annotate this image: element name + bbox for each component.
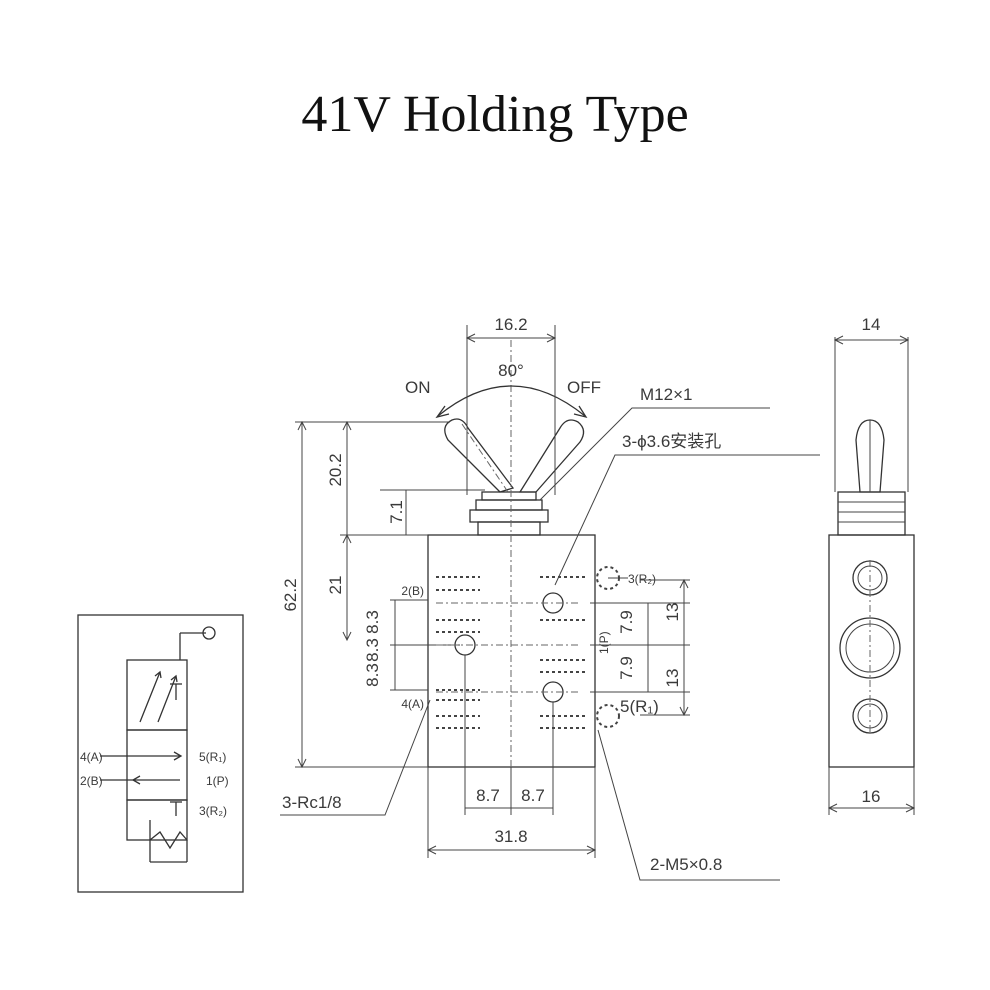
dim-height-total: 62.2	[281, 578, 300, 611]
label-rc: 3-Rc1/8	[282, 793, 342, 812]
toggle-lever-on	[444, 418, 515, 493]
label-port-r2: 3(R₂)	[628, 572, 656, 586]
angle-arc	[437, 385, 586, 417]
symbol-port-r2: 3(R₂)	[199, 804, 227, 818]
label-m5: 2-M5×0.8	[650, 855, 722, 874]
label-thread: M12×1	[640, 385, 692, 404]
spool-box-upper	[126, 659, 188, 731]
dim-7-9-b: 7.9	[617, 656, 636, 680]
side-hole-center	[839, 617, 901, 679]
toggle-lever-off	[518, 419, 585, 493]
label-port-r1: 5(R₁)	[620, 697, 659, 716]
side-body	[828, 534, 915, 768]
dim-7-9-a: 7.9	[617, 610, 636, 634]
label-port-b: 2(B)	[401, 584, 424, 598]
diagram-title: 41V Holding Type	[301, 86, 689, 143]
dim-8-7-a: 8.7	[476, 786, 500, 805]
dim-13-b: 13	[663, 669, 682, 688]
side-nut	[837, 491, 906, 536]
dim-8-7-b: 8.7	[521, 786, 545, 805]
spring-icon	[149, 830, 188, 850]
front-view: 16.2 80° ON OFF M12×1 3-ϕ3.6安装孔 62.2 20.…	[280, 315, 820, 881]
lever-ball	[202, 626, 216, 640]
side-view: 14 16	[827, 315, 916, 815]
port-r1-icon	[596, 704, 620, 728]
dim-height-21: 21	[326, 576, 345, 595]
dim-8-3-c: 8.3	[363, 663, 382, 687]
label-port-p: 1(P)	[597, 631, 611, 654]
dim-height-nut: 7.1	[387, 500, 406, 524]
label-on: ON	[405, 378, 431, 397]
mounting-nut	[469, 509, 549, 523]
side-dim-bottom: 16	[862, 787, 881, 806]
label-port-a: 4(A)	[401, 697, 424, 711]
pneumatic-symbol: 4(A) 2(B) 5(R₁) 1(P) 3(R₂)	[77, 614, 244, 893]
spool-box-lower	[126, 799, 188, 841]
dim-13-a: 13	[663, 603, 682, 622]
spool-box-middle	[126, 729, 188, 801]
dim-angle: 80°	[498, 361, 524, 380]
symbol-port-p: 1(P)	[206, 774, 229, 788]
dim-width-31-8: 31.8	[494, 827, 527, 846]
symbol-port-b: 2(B)	[80, 774, 103, 788]
side-dim-top: 14	[862, 315, 881, 334]
dim-8-3-a: 8.3	[363, 610, 382, 634]
dim-width-top: 16.2	[494, 315, 527, 334]
label-mounting-holes: 3-ϕ3.6安装孔	[622, 432, 721, 451]
dim-8-3-b: 8.3	[363, 638, 382, 662]
symbol-port-a: 4(A)	[80, 750, 103, 764]
dim-height-lever: 20.2	[326, 453, 345, 486]
symbol-port-r1: 5(R₁)	[199, 750, 226, 764]
symbol-frame	[77, 614, 244, 893]
label-off: OFF	[567, 378, 601, 397]
